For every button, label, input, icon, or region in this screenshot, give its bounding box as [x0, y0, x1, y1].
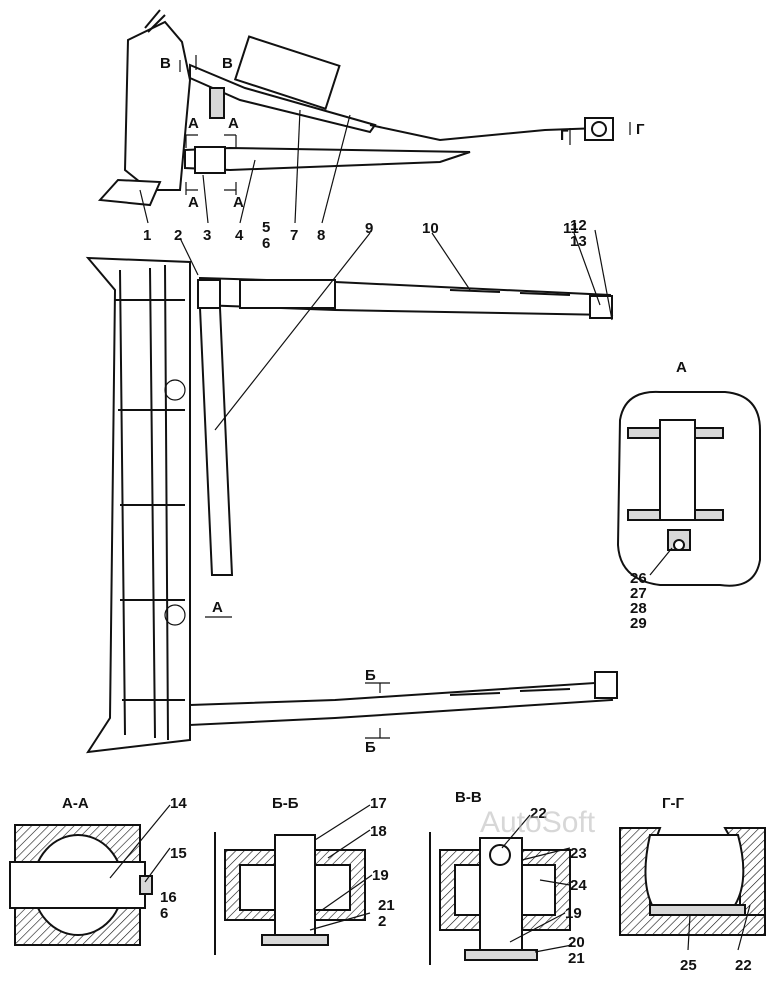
callout-2-bb: 2 — [378, 913, 386, 930]
cut-mark-a-2: А — [228, 115, 239, 132]
section-gg — [619, 827, 766, 936]
section-bb — [214, 832, 366, 955]
plan-view — [85, 256, 618, 754]
callout-7: 7 — [290, 227, 298, 244]
callout-23: 23 — [570, 845, 587, 862]
callout-3: 3 — [203, 227, 211, 244]
callout-29: 29 — [630, 615, 647, 632]
cut-mark-a-1: А — [188, 115, 199, 132]
callout-10: 10 — [422, 220, 439, 237]
cut-mark-b-2: Б — [365, 739, 376, 756]
section-titles: А А-А Б-Б В-В Г-Г — [62, 359, 687, 812]
callout-18: 18 — [370, 823, 387, 840]
callout-27: 27 — [630, 585, 647, 602]
section-vv-title: В-В — [455, 789, 482, 806]
cut-mark-a-3: А — [188, 194, 199, 211]
view-a-title: А — [676, 359, 687, 376]
section-bb-title: Б-Б — [272, 795, 299, 812]
cut-mark-b-1: Б — [365, 667, 376, 684]
callout-14: 14 — [170, 795, 187, 812]
leader-lines — [109, 109, 751, 953]
cut-mark-v-2: В — [222, 55, 233, 72]
callout-22-vv: 22 — [530, 805, 547, 822]
callout-5: 5 — [262, 219, 270, 236]
callout-9: 9 — [365, 220, 373, 237]
section-vv — [429, 832, 571, 965]
callout-25: 25 — [680, 957, 697, 974]
callout-6-aa: 6 — [160, 905, 168, 922]
side-view — [97, 9, 631, 207]
callout-13: 13 — [570, 233, 587, 250]
watermark: AutoSoft — [480, 806, 596, 839]
cut-mark-a-4: А — [233, 194, 244, 211]
callout-19-vv: 19 — [565, 905, 582, 922]
callout-4: 4 — [235, 227, 244, 244]
callout-16: 16 — [160, 889, 177, 906]
callout-11: 11 — [563, 220, 579, 237]
cut-mark-labels: А А А А В В Г Г Б Б А — [160, 55, 645, 756]
callout-8: 8 — [317, 227, 325, 244]
cut-mark-g-1: Г — [560, 127, 569, 144]
callout-22-gg: 22 — [735, 957, 752, 974]
callout-2: 2 — [174, 227, 182, 244]
callout-17: 17 — [370, 795, 387, 812]
section-aa — [9, 824, 153, 946]
callout-21-vv: 21 — [568, 950, 585, 967]
callout-19-bb: 19 — [372, 867, 389, 884]
section-gg-title: Г-Г — [662, 795, 684, 812]
callout-15: 15 — [170, 845, 187, 862]
section-aa-title: А-А — [62, 795, 89, 812]
cut-mark-g-2: Г — [636, 121, 645, 138]
callout-numbers: 1 2 3 4 5 6 7 8 9 10 11 12 13 14 15 16 1… — [143, 217, 752, 974]
callout-26: 26 — [630, 570, 647, 587]
view-a-arrow-label: А — [212, 599, 223, 616]
view-a-detail — [616, 390, 761, 587]
callout-28: 28 — [630, 600, 647, 617]
callout-12: 12 — [570, 217, 587, 234]
callout-20: 20 — [568, 934, 585, 951]
callout-6: 6 — [262, 235, 270, 252]
callout-24: 24 — [570, 877, 587, 894]
cut-mark-v-1: В — [160, 55, 171, 72]
callout-21-bb: 21 — [378, 897, 395, 914]
callout-1: 1 — [143, 227, 151, 244]
